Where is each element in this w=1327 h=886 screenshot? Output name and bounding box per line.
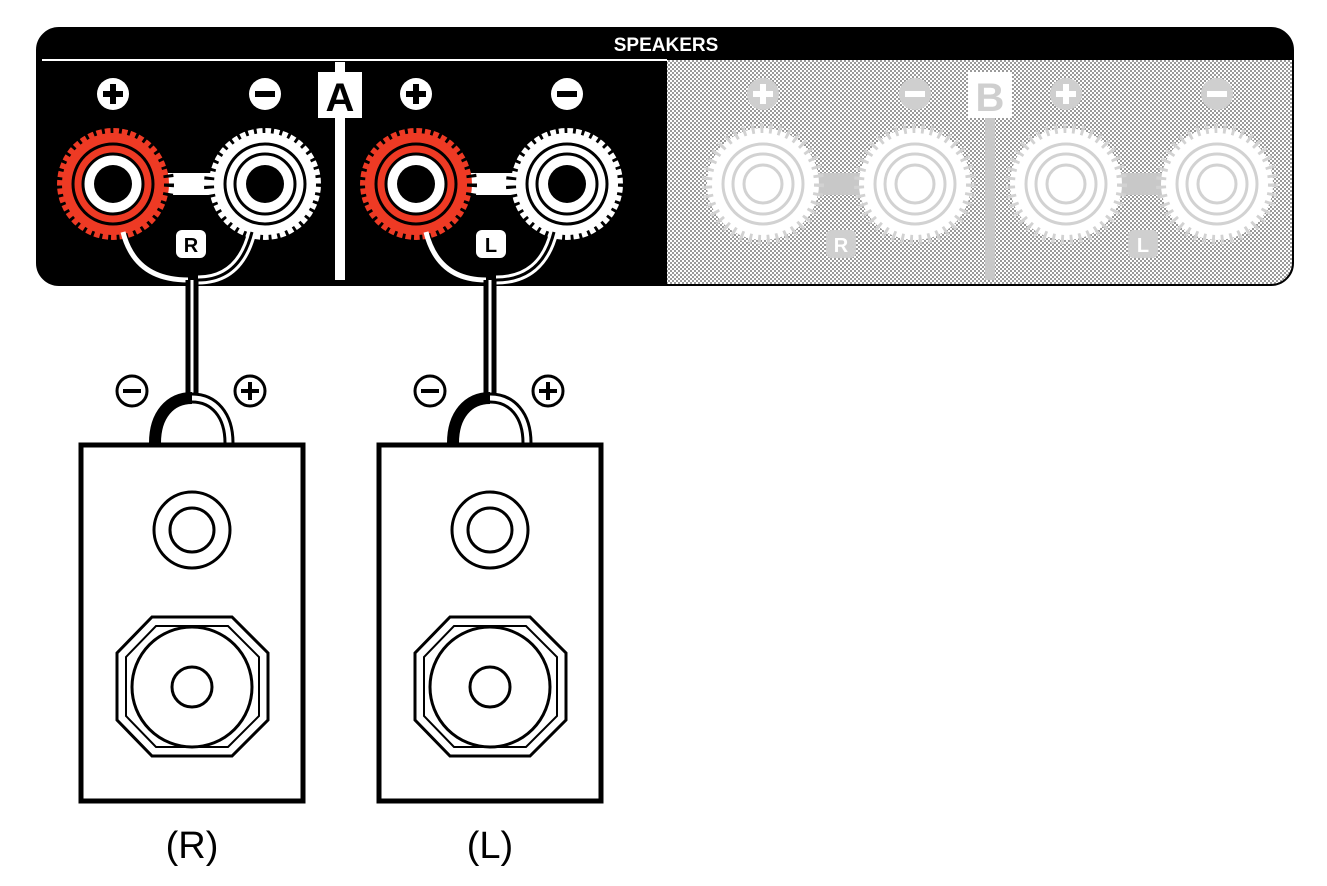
terminal-a-left-positive[interactable] (355, 123, 477, 245)
tweeter-icon (152, 490, 232, 570)
channel-badge-a-left: L (476, 230, 506, 258)
plus-circle-icon (531, 374, 565, 408)
channel-badge-b-right: R (826, 230, 856, 258)
plus-circle-icon (233, 374, 267, 408)
speaker-right (78, 442, 306, 804)
woofer-icon (413, 615, 568, 758)
svg-text:L: L (485, 235, 497, 257)
plus-circle-icon (747, 78, 779, 110)
terminal-b-right-positive[interactable] (702, 123, 824, 245)
terminal-a-left-negative[interactable] (506, 123, 628, 245)
terminal-a-right-positive[interactable] (52, 123, 174, 245)
svg-text:R: R (834, 235, 849, 257)
speaker-left (376, 442, 604, 804)
section-b: B (702, 72, 1278, 280)
minus-circle-icon (115, 374, 149, 408)
cable-right (120, 230, 257, 444)
channel-badge-b-left: L (1128, 230, 1158, 258)
tweeter-icon (450, 490, 530, 570)
terminal-b-left-positive[interactable] (1005, 123, 1127, 245)
cable-left (423, 230, 559, 444)
rear-panel: SPEAKERS A (36, 27, 1294, 286)
channel-badge-a-right: R (176, 230, 206, 258)
speaker-right-label: (R) (166, 825, 219, 867)
plus-circle-icon (97, 78, 129, 110)
section-a: A (52, 62, 628, 280)
speaker-left-label: (L) (467, 825, 513, 867)
minus-circle-icon (551, 78, 583, 110)
minus-circle-icon (249, 78, 281, 110)
woofer-icon (115, 615, 270, 758)
plus-circle-icon (400, 78, 432, 110)
svg-text:L: L (1137, 235, 1149, 257)
terminal-a-right-negative[interactable] (204, 123, 326, 245)
plus-circle-icon (1050, 78, 1082, 110)
section-b-label: B (976, 76, 1005, 120)
terminal-b-left-negative[interactable] (1156, 123, 1278, 245)
section-a-label: A (326, 76, 355, 120)
minus-circle-icon (413, 374, 447, 408)
minus-circle-icon (1201, 78, 1233, 110)
panel-title: SPEAKERS (614, 35, 719, 56)
terminal-b-right-negative[interactable] (854, 123, 976, 245)
svg-text:R: R (184, 235, 199, 257)
minus-circle-icon (899, 78, 931, 110)
